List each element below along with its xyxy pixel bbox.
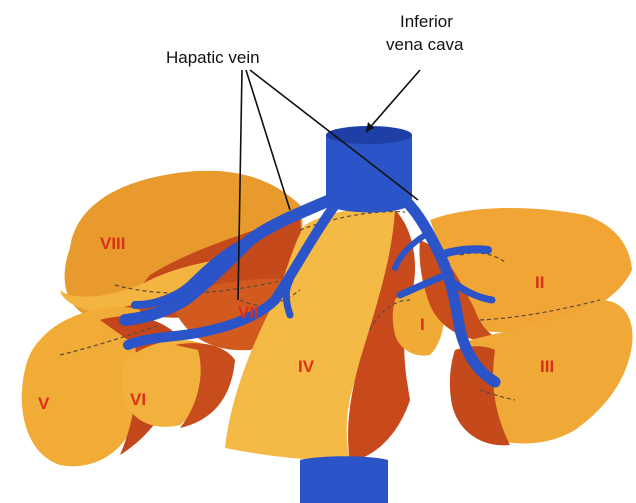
middle-hepatic-vein-branch <box>286 280 290 315</box>
segment-label-iii: III <box>540 357 554 376</box>
inferior-vena-cava-lower <box>300 456 388 503</box>
segment-label-viii: VIII <box>100 234 126 253</box>
segment-label-i: I <box>420 315 425 334</box>
segment-label-ii: II <box>535 273 544 292</box>
segment-label-v: V <box>38 394 50 413</box>
segment-label-vii: VII <box>238 303 259 322</box>
hepatic-vein-label: Hapatic vein <box>166 48 260 67</box>
segment-label-vi: VI <box>130 390 146 409</box>
ivc-label-line2: vena cava <box>386 35 464 54</box>
ivc-label-line1: Inferior <box>400 12 453 31</box>
segment-label-iv: IV <box>298 357 315 376</box>
